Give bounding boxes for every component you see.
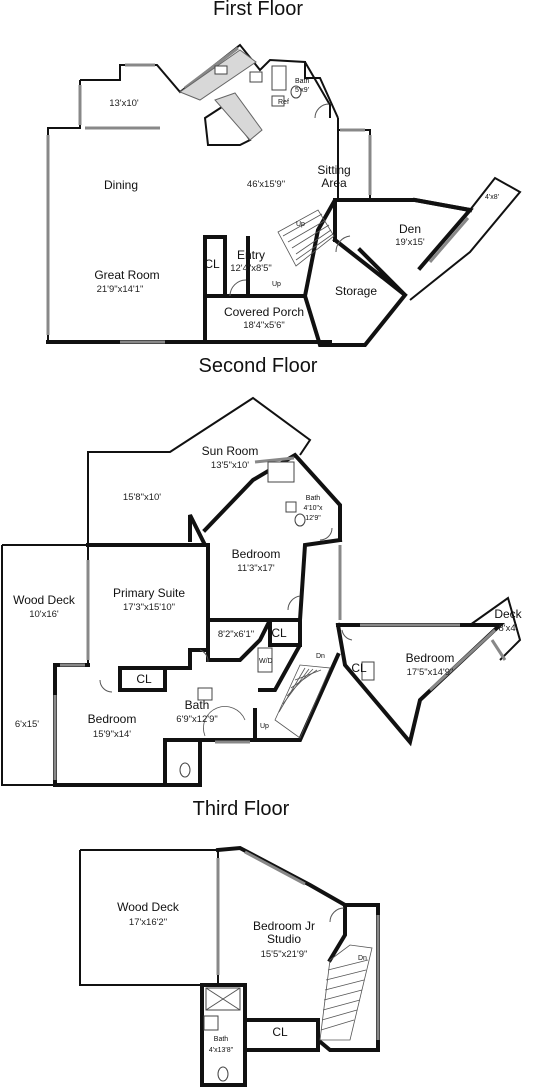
room-dims: 19'x15' (395, 237, 425, 248)
room-dims: 15'5"x21'9" (261, 949, 308, 960)
third-floor-fixtures (203, 907, 345, 1082)
stair-up-label: Up (260, 723, 269, 730)
second-floor-stairs: Dn Up (260, 653, 331, 739)
room-name-bath: Bath (185, 698, 210, 712)
third-floor-windows (216, 850, 380, 1040)
room-dims: 15'8"x10' (123, 492, 161, 503)
room-name-bedroom-right: Bedroom (406, 651, 455, 665)
room-name-bath: Bath (295, 78, 310, 85)
room-name-den: Den (399, 222, 421, 236)
first-floor-bath-fixtures: Ref (271, 65, 302, 107)
stair-up-label: Up (296, 221, 305, 228)
room-dims: 17'3"x15'10" (123, 602, 175, 613)
floor-title-second: Second Floor (199, 355, 318, 377)
room-name-entry: Entry (237, 248, 265, 262)
ref-label: Ref (278, 99, 289, 106)
room-dims: 46'x15'9" (247, 179, 285, 190)
room-name-cl: CL (136, 672, 152, 686)
entry-stairs: Up Up (272, 209, 335, 288)
third-floor-labels: Wood Deck 17'x16'2" Bedroom Jr Studio 15… (117, 900, 315, 1054)
first-floor: First Floor (46, 0, 522, 347)
second-floor: Second Floor (1, 355, 523, 787)
room-name-wood-deck: Wood Deck (117, 900, 180, 914)
room-name-covered-porch: Covered Porch (224, 305, 304, 319)
room-name-dining: Dining (104, 178, 138, 192)
room-dims: 8'x4' (499, 623, 518, 634)
third-floor: Third Floor Dn (79, 798, 380, 1087)
third-floor-stairs: Dn (319, 944, 373, 1041)
entry-up-label: Up (272, 281, 281, 288)
room-name-bedroom: Bedroom (232, 547, 281, 561)
first-floor-windows (46, 46, 470, 344)
stair-dn-label: Dn (316, 653, 325, 660)
room-dims: 6'x15' (15, 719, 39, 730)
room-name-bath: Bath (306, 495, 321, 502)
second-floor-windows (53, 456, 507, 780)
stair-dn-label: Dn (358, 955, 367, 962)
second-floor-doors (99, 527, 353, 693)
kitchen-island (178, 49, 263, 146)
room-dims: 13'5"x10' (211, 460, 249, 471)
room-name-bedroom-jr: Bedroom Jr (253, 919, 315, 933)
washer-dryer-label: W/D (259, 658, 273, 665)
room-name-cl: CL (204, 257, 220, 271)
room-dims: 5'x9' (295, 87, 309, 94)
room-dims: 4'x13'8" (209, 1047, 234, 1054)
second-floor-labels: Sun Room 13'5"x10' 15'8"x10' Bath 4'10"x… (13, 444, 523, 740)
room-name-sitting: Sitting (317, 163, 350, 177)
room-name-deck: Deck (494, 607, 522, 621)
second-floor-fixtures: W/D (179, 461, 375, 778)
room-dims: 21'9"x14'1" (97, 284, 144, 295)
room-name-cl: CL (351, 661, 367, 675)
room-name-cl: CL (271, 626, 287, 640)
room-dims: 12'4"x8'5" (230, 263, 272, 274)
room-name-great-room: Great Room (94, 268, 159, 282)
room-dims: 8'2"x6'1" (218, 629, 254, 640)
room-dims: 17'5"x14'9" (407, 667, 454, 678)
first-floor-labels: 13'x10' Dining 46'x15'9" Sitting Area Ba… (94, 78, 499, 331)
room-name-primary-suite: Primary Suite (113, 586, 185, 600)
room-dims: 11'3"x17' (237, 563, 275, 574)
room-dims: 12'9" (305, 515, 321, 522)
room-name-cl: CL (272, 1025, 288, 1039)
room-name-storage: Storage (335, 284, 377, 298)
first-floor-doors (229, 103, 351, 297)
room-name-bedroom-left: Bedroom (88, 712, 137, 726)
room-name-area: Area (321, 176, 347, 190)
room-dims: 17'x16'2" (129, 917, 167, 928)
room-dims: 4'10"x (303, 505, 323, 512)
room-name-bath: Bath (214, 1036, 229, 1043)
room-dims: 15'9"x14' (93, 729, 131, 740)
room-dims: 6'9"x12'9" (176, 714, 218, 725)
room-dims: 4'x8' (485, 194, 499, 201)
room-dims: 13'x10' (109, 98, 139, 109)
floor-title-first: First Floor (213, 0, 303, 20)
room-name-studio: Studio (267, 932, 301, 946)
room-name-sun-room: Sun Room (202, 444, 259, 458)
room-name-wood-deck: Wood Deck (13, 593, 76, 607)
floor-title-third: Third Floor (193, 798, 290, 820)
third-floor-walls (79, 845, 380, 1087)
room-dims: 10'x16' (29, 609, 59, 620)
room-dims: 18'4"x5'6" (243, 320, 285, 331)
